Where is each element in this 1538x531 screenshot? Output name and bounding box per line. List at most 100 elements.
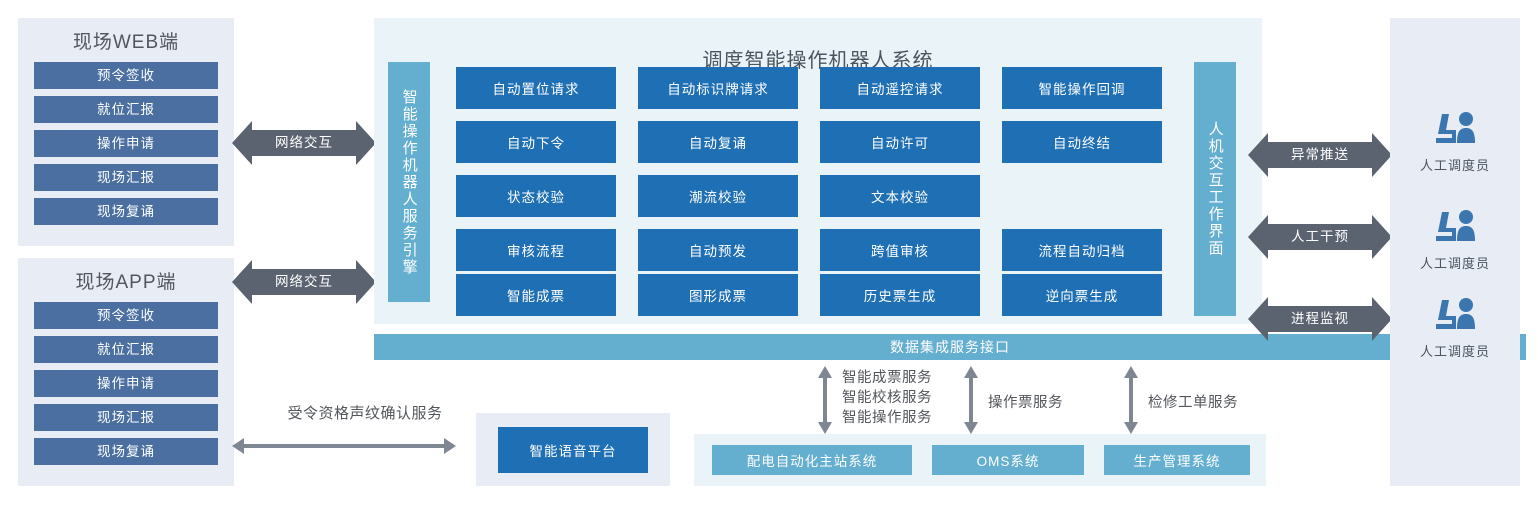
arrow-head-right bbox=[1372, 133, 1392, 177]
app-client-panel: 现场APP端 预令签收 就位汇报 操作申请 现场汇报 现场复诵 bbox=[18, 258, 234, 486]
function-card-r3c1[interactable]: 自动预发 bbox=[638, 229, 798, 271]
arrow-head-left bbox=[232, 121, 252, 165]
service-label-0-line-1: 智能校核服务 bbox=[842, 390, 932, 406]
operator-icon bbox=[1436, 298, 1475, 329]
operator-arrow-monitor-label: 进程监视 bbox=[1291, 311, 1349, 326]
web-client-item-4[interactable]: 现场复诵 bbox=[34, 198, 218, 225]
operator-arrow-monitor: 进程监视 bbox=[1248, 290, 1392, 348]
external-system-0[interactable]: 配电自动化主站系统 bbox=[712, 445, 912, 475]
network-arrow-app-label: 网络交互 bbox=[275, 274, 333, 289]
service-label-2: 检修工单服务 bbox=[1148, 393, 1278, 413]
arrow-shaft bbox=[242, 444, 446, 448]
external-system-1[interactable]: OMS系统 bbox=[932, 445, 1084, 475]
hmi-interface-bar: 人机交互工作界面 bbox=[1194, 62, 1236, 316]
function-card-r4c2[interactable]: 历史票生成 bbox=[820, 274, 980, 316]
function-card-r1c1[interactable]: 自动复诵 bbox=[638, 121, 798, 163]
arrow-shaft bbox=[250, 269, 358, 295]
external-system-2[interactable]: 生产管理系统 bbox=[1104, 445, 1250, 475]
service-arrow-1 bbox=[964, 366, 978, 434]
operator-icon bbox=[1436, 112, 1475, 143]
service-engine-bar: 智能操作机器人服务引擎 bbox=[388, 62, 430, 302]
arrow-shaft bbox=[969, 377, 973, 423]
function-card-r2c3 bbox=[1002, 175, 1162, 217]
service-label-1-line-0: 操作票服务 bbox=[988, 395, 1063, 411]
arrow-head-up bbox=[1124, 366, 1138, 378]
arrow-head-left bbox=[1248, 297, 1268, 341]
service-label-1: 操作票服务 bbox=[988, 393, 1108, 413]
operator-item-1: 人工调度员 bbox=[1390, 208, 1520, 272]
web-client-item-0[interactable]: 预令签收 bbox=[34, 62, 218, 89]
arrow-head-down bbox=[818, 422, 832, 434]
arrow-head-up bbox=[964, 366, 978, 378]
operator-panel: 人工调度员 人工调度员 人工调度员 bbox=[1390, 18, 1520, 486]
web-client-panel: 现场WEB端 预令签收 就位汇报 操作申请 现场汇报 现场复诵 bbox=[18, 18, 234, 246]
arrow-head-left bbox=[232, 438, 244, 454]
arrow-head-left bbox=[1248, 133, 1268, 177]
app-client-item-3[interactable]: 现场汇报 bbox=[34, 404, 218, 431]
arrow-head-right bbox=[356, 121, 376, 165]
arrow-shaft bbox=[250, 130, 358, 156]
arrow-head-right bbox=[356, 260, 376, 304]
function-card-r4c1[interactable]: 图形成票 bbox=[638, 274, 798, 316]
function-card-r0c2[interactable]: 自动遥控请求 bbox=[820, 67, 980, 109]
arrow-head-right bbox=[1372, 297, 1392, 341]
arrow-shaft bbox=[1266, 142, 1374, 168]
arrow-head-up bbox=[818, 366, 832, 378]
arrow-head-left bbox=[1248, 215, 1268, 259]
network-arrow-web-label: 网络交互 bbox=[275, 135, 333, 150]
operator-icon bbox=[1436, 210, 1475, 241]
operator-arrow-intervention: 人工干预 bbox=[1248, 208, 1392, 266]
web-client-item-1[interactable]: 就位汇报 bbox=[34, 96, 218, 123]
data-integration-bar: 数据集成服务接口 bbox=[374, 334, 1526, 360]
arrow-shaft bbox=[1129, 377, 1133, 423]
function-card-r0c0[interactable]: 自动置位请求 bbox=[456, 67, 616, 109]
operator-caption-2: 人工调度员 bbox=[1419, 344, 1490, 359]
function-card-r0c1[interactable]: 自动标识牌请求 bbox=[638, 67, 798, 109]
function-card-r0c3[interactable]: 智能操作回调 bbox=[1002, 67, 1162, 109]
web-client-item-2[interactable]: 操作申请 bbox=[34, 130, 218, 157]
external-systems-panel: 配电自动化主站系统 OMS系统 生产管理系统 bbox=[694, 434, 1266, 486]
service-label-0-line-2: 智能操作服务 bbox=[842, 410, 932, 426]
function-card-r4c3[interactable]: 逆向票生成 bbox=[1002, 274, 1162, 316]
web-client-item-3[interactable]: 现场汇报 bbox=[34, 164, 218, 191]
network-arrow-web: 网络交互 bbox=[232, 112, 376, 174]
arrow-shaft bbox=[1266, 306, 1374, 332]
function-card-r2c1[interactable]: 潮流校验 bbox=[638, 175, 798, 217]
service-label-2-line-0: 检修工单服务 bbox=[1148, 395, 1238, 411]
service-arrow-2 bbox=[1124, 366, 1138, 434]
app-client-item-1[interactable]: 就位汇报 bbox=[34, 336, 218, 363]
service-label-0: 智能成票服务 智能校核服务 智能操作服务 bbox=[842, 368, 972, 428]
network-arrow-app: 网络交互 bbox=[232, 251, 376, 313]
service-arrow-0 bbox=[818, 366, 832, 434]
function-card-r1c2[interactable]: 自动许可 bbox=[820, 121, 980, 163]
system-title: 调度智能操作机器人系统 bbox=[702, 50, 934, 72]
voice-platform-panel: 智能语音平台 bbox=[476, 413, 670, 486]
operator-arrow-exception: 异常推送 bbox=[1248, 126, 1392, 184]
arrow-head-right bbox=[1372, 215, 1392, 259]
function-card-r3c3[interactable]: 流程自动归档 bbox=[1002, 229, 1162, 271]
function-card-r2c0[interactable]: 状态校验 bbox=[456, 175, 616, 217]
function-card-r2c2[interactable]: 文本校验 bbox=[820, 175, 980, 217]
arrow-shaft bbox=[823, 377, 827, 423]
function-card-r1c0[interactable]: 自动下令 bbox=[456, 121, 616, 163]
function-card-r3c0[interactable]: 审核流程 bbox=[456, 229, 616, 271]
function-card-r3c2[interactable]: 跨值审核 bbox=[820, 229, 980, 271]
app-client-item-4[interactable]: 现场复诵 bbox=[34, 438, 218, 465]
function-card-r1c3[interactable]: 自动终结 bbox=[1002, 121, 1162, 163]
arrow-head-right bbox=[444, 438, 456, 454]
arrow-shaft bbox=[1266, 224, 1374, 250]
arrow-head-down bbox=[964, 422, 978, 434]
operator-arrow-intervention-label: 人工干预 bbox=[1291, 229, 1349, 244]
voice-platform-button[interactable]: 智能语音平台 bbox=[498, 427, 648, 473]
operator-item-2: 人工调度员 bbox=[1390, 296, 1520, 360]
app-client-item-0[interactable]: 预令签收 bbox=[34, 302, 218, 329]
service-label-0-line-0: 智能成票服务 bbox=[842, 370, 932, 386]
operator-item-0: 人工调度员 bbox=[1390, 110, 1520, 174]
arrow-head-left bbox=[232, 260, 252, 304]
operator-caption-0: 人工调度员 bbox=[1419, 158, 1490, 173]
voice-arrow-label: 受令资格声纹确认服务 bbox=[287, 405, 443, 422]
app-client-item-2[interactable]: 操作申请 bbox=[34, 370, 218, 397]
web-client-title: 现场WEB端 bbox=[72, 32, 180, 53]
arrow-head-down bbox=[1124, 422, 1138, 434]
function-card-r4c0[interactable]: 智能成票 bbox=[456, 274, 616, 316]
